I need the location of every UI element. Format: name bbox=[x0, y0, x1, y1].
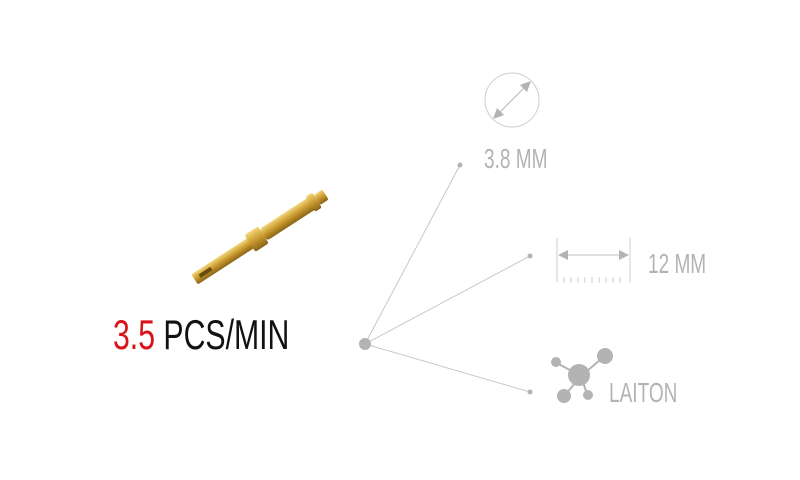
brass-pin-image bbox=[192, 190, 328, 284]
endpoint-dot bbox=[527, 253, 533, 259]
rate-value: 3.5 bbox=[113, 311, 155, 358]
connector-lines bbox=[364, 164, 531, 393]
rate-unit: PCS/MIN bbox=[163, 311, 289, 358]
production-rate: 3.5 PCS/MIN bbox=[113, 311, 289, 358]
material-label: LAITON bbox=[609, 377, 677, 409]
diameter-label: 3.8 MM bbox=[484, 143, 547, 175]
endpoint-dot bbox=[527, 389, 533, 395]
length-label: 12 MM bbox=[648, 248, 706, 280]
length-ruler-icon bbox=[556, 238, 631, 283]
diameter-icon bbox=[484, 72, 540, 128]
endpoint-dot bbox=[457, 162, 463, 168]
molecule-icon bbox=[551, 348, 613, 403]
hub-dot bbox=[359, 338, 371, 350]
